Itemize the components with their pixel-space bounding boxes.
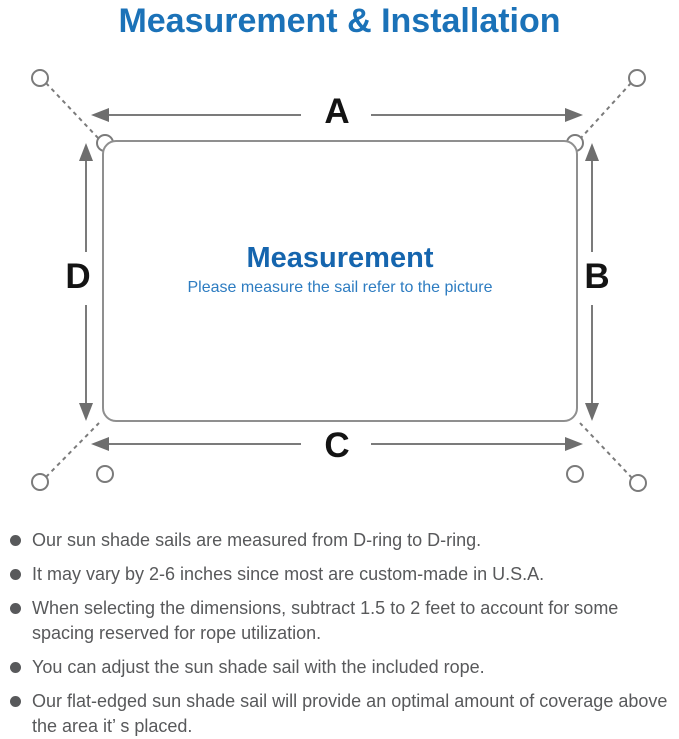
- dimension-label-b: B: [584, 257, 610, 296]
- diagram-center-subtitle: Please measure the sail refer to the pic…: [187, 279, 493, 296]
- bullet-dot-icon: [10, 603, 21, 614]
- rope-line-top-right: [579, 82, 632, 140]
- rope-line-top-left: [45, 82, 100, 140]
- dimension-label-d: D: [65, 257, 91, 296]
- d-ring-icon-bottom-left: [96, 465, 114, 483]
- arrowhead-a-left-icon: [91, 108, 109, 122]
- anchor-circle-top-right: [628, 69, 646, 87]
- arrowhead-b-up-icon: [585, 143, 599, 161]
- page-title: Measurement & Installation: [118, 2, 561, 40]
- bullet-dot-icon: [10, 569, 21, 580]
- note-text: It may vary by 2-6 inches since most are…: [32, 564, 545, 584]
- diagram-canvas: [31, 69, 647, 492]
- arrowhead-d-up-icon: [79, 143, 93, 161]
- notes-list: Our sun shade sails are measured from D-…: [0, 528, 679, 739]
- rope-line-bottom-left: [45, 422, 100, 478]
- arrowhead-b-down-icon: [585, 403, 599, 421]
- note-text: You can adjust the sun shade sail with t…: [32, 657, 485, 677]
- list-item: It may vary by 2-6 inches since most are…: [8, 562, 673, 587]
- bullet-dot-icon: [10, 535, 21, 546]
- list-item: When selecting the dimensions, subtract …: [8, 596, 673, 646]
- note-text: When selecting the dimensions, subtract …: [32, 598, 619, 643]
- bullet-dot-icon: [10, 662, 21, 673]
- anchor-points: [31, 69, 647, 492]
- note-text: Our sun shade sails are measured from D-…: [32, 530, 482, 550]
- anchor-circle-bottom-right: [629, 474, 647, 492]
- d-ring-icon-bottom-right: [566, 465, 584, 483]
- rope-line-bottom-right: [579, 422, 633, 479]
- arrowhead-d-down-icon: [79, 403, 93, 421]
- measurement-diagram: A B C D Measurement Please measure the s…: [0, 55, 679, 510]
- sail-rectangle: [102, 140, 578, 422]
- anchor-circle-top-left: [31, 69, 49, 87]
- list-item: Our flat-edged sun shade sail will provi…: [8, 689, 673, 739]
- rope-dashed-lines: [45, 82, 633, 479]
- list-item: You can adjust the sun shade sail with t…: [8, 655, 673, 680]
- anchor-circle-bottom-left: [31, 473, 49, 491]
- diagram-center-title: Measurement: [246, 242, 434, 274]
- dimension-label-c: C: [324, 426, 350, 465]
- arrowhead-c-left-icon: [91, 437, 109, 451]
- bullet-dot-icon: [10, 696, 21, 707]
- arrowhead-c-right-icon: [565, 437, 583, 451]
- arrowhead-a-right-icon: [565, 108, 583, 122]
- note-text: Our flat-edged sun shade sail will provi…: [32, 691, 668, 736]
- dimension-label-a: A: [324, 92, 350, 131]
- list-item: Our sun shade sails are measured from D-…: [8, 528, 673, 553]
